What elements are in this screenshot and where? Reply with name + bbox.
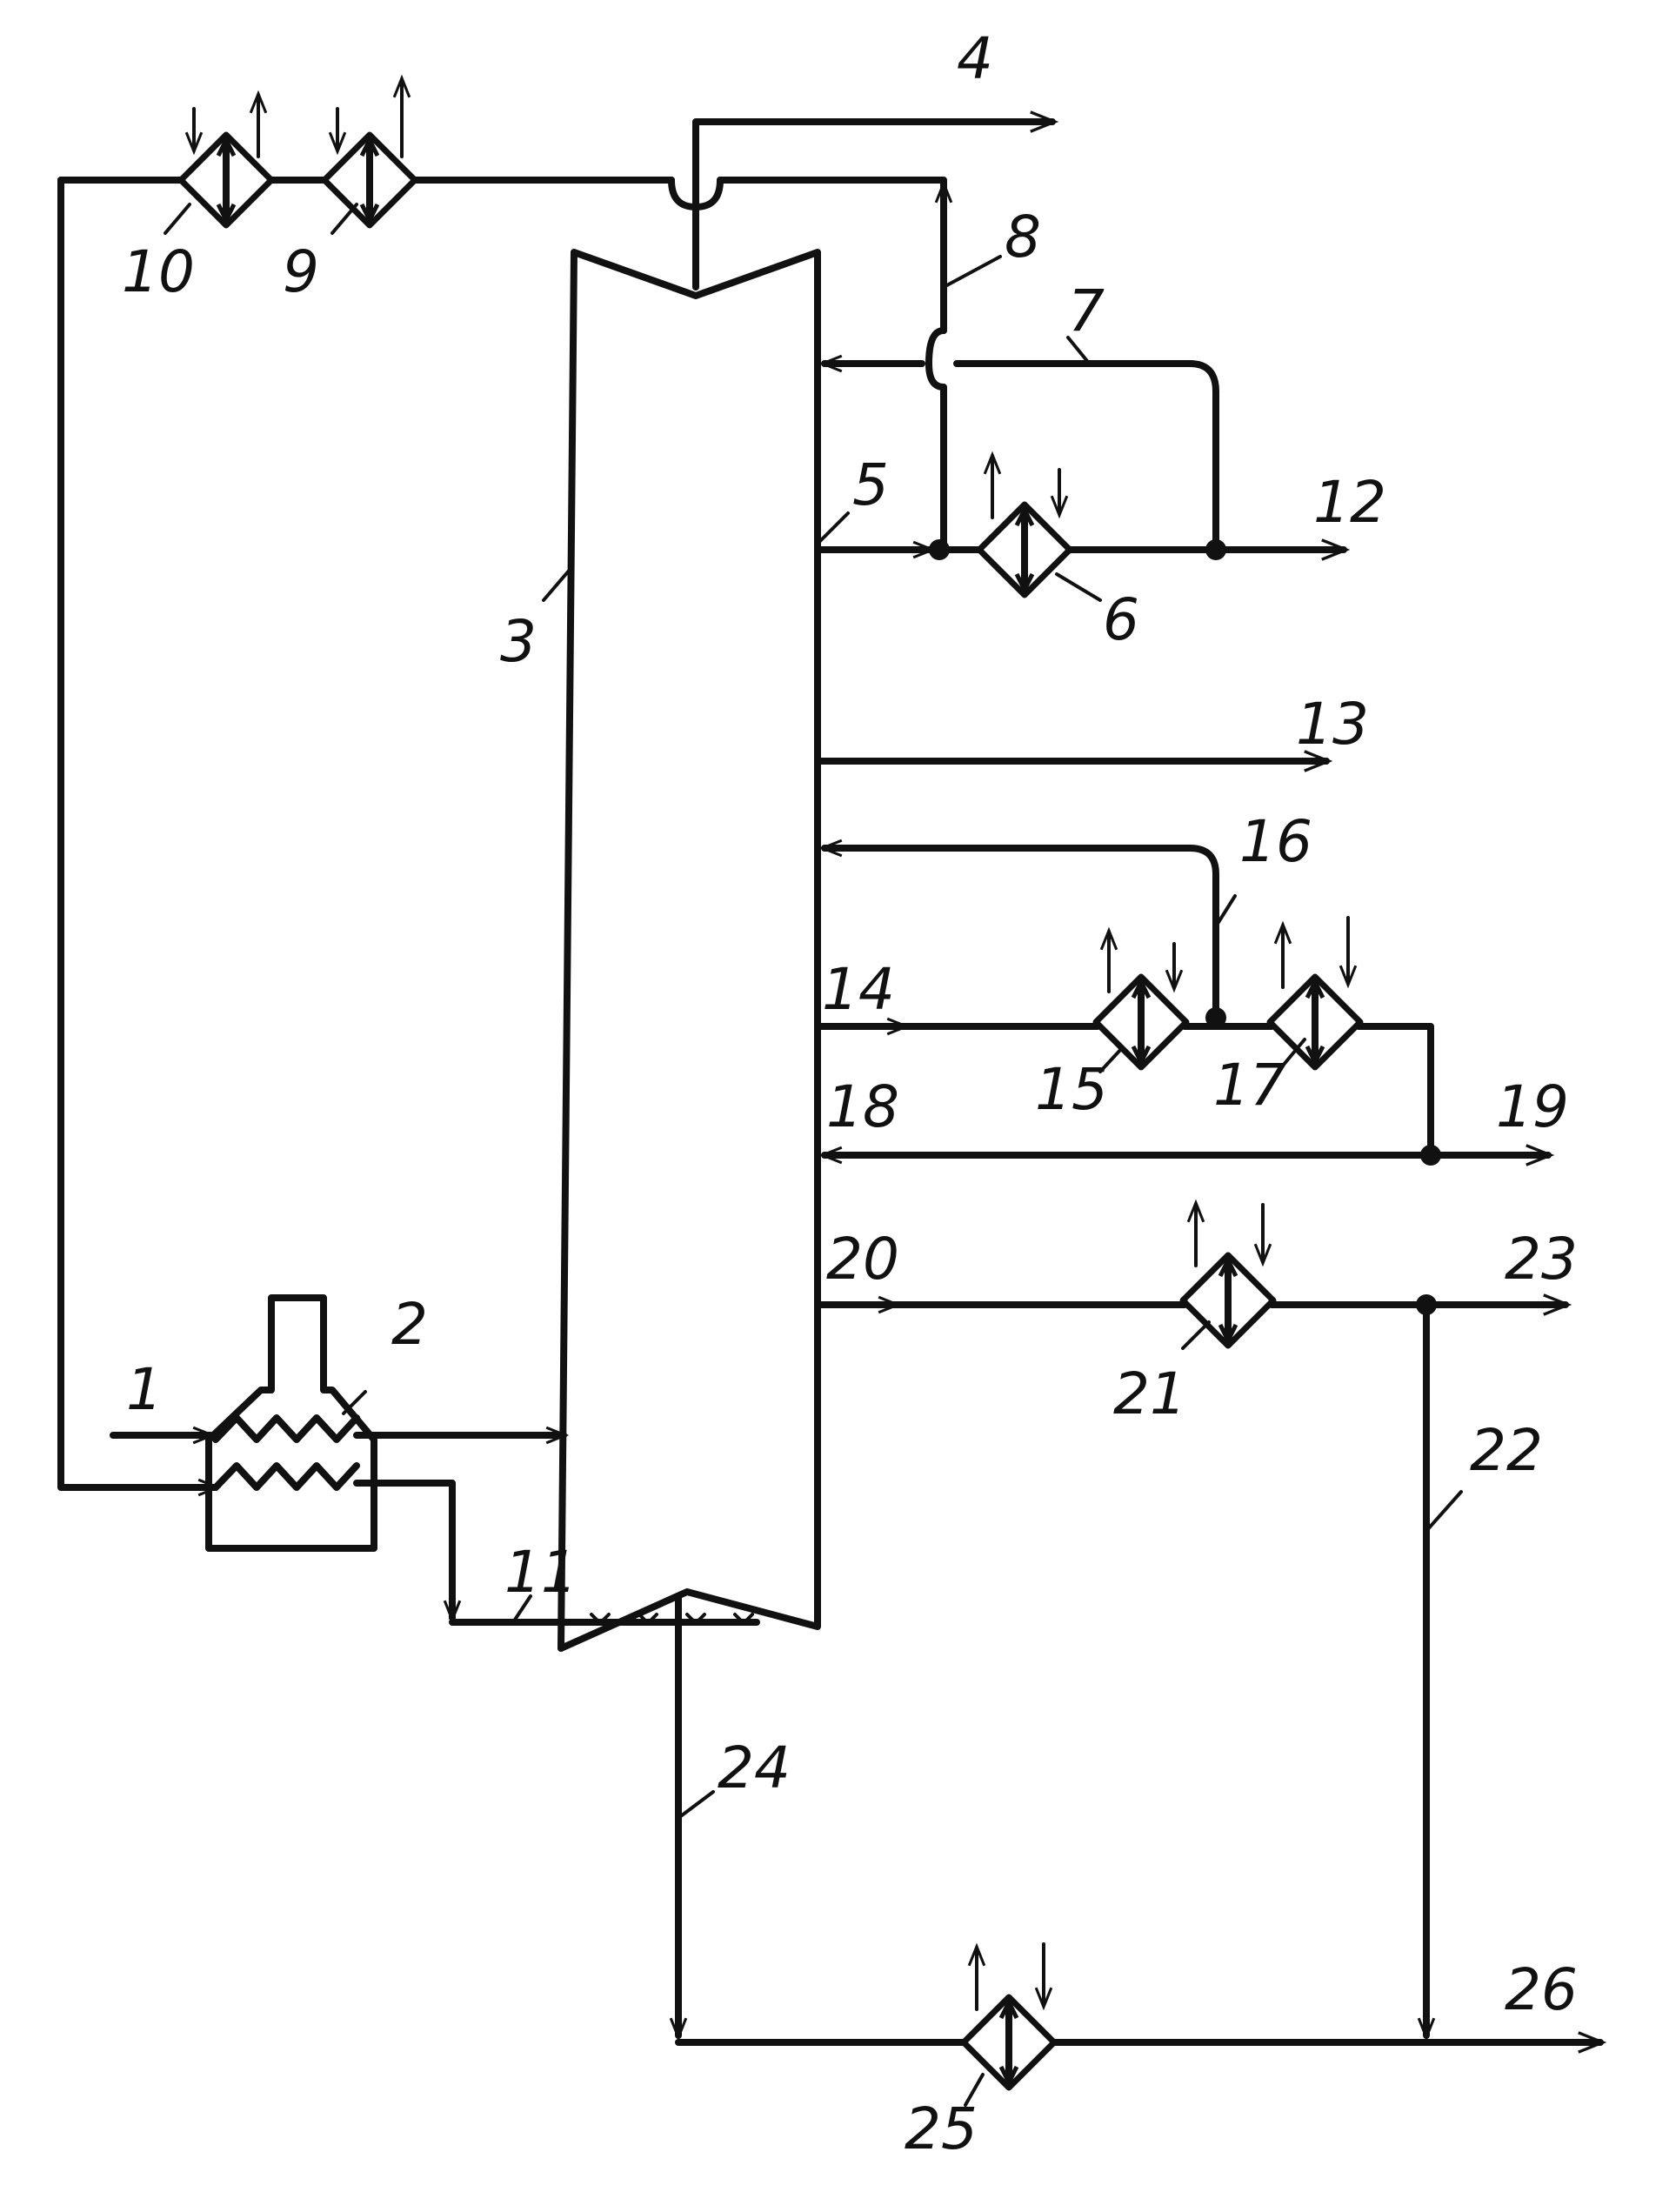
label-21: 21: [1113, 1360, 1186, 1427]
distillation-column: [561, 252, 818, 1648]
stream-labels: 1 2 3 4 5 6 7 8 9 10 11 12 13 14 15 16 1…: [122, 25, 1578, 2162]
label-15: 15: [1035, 1056, 1108, 1123]
label-14: 14: [822, 956, 895, 1023]
label-1: 1: [126, 1356, 163, 1423]
label-3: 3: [500, 608, 537, 675]
heat-exchanger-17: [1270, 918, 1360, 1067]
label-26: 26: [1505, 1956, 1578, 2023]
heat-exchanger-15: [1096, 932, 1186, 1067]
heat-exchanger-25: [964, 1944, 1054, 2088]
label-7: 7: [1068, 277, 1105, 344]
heat-exchanger-10: [181, 96, 271, 225]
label-5: 5: [852, 451, 889, 518]
side-draw-stream-5: [818, 539, 1344, 560]
label-23: 23: [1505, 1226, 1578, 1293]
label-13: 13: [1296, 691, 1369, 758]
label-6: 6: [1103, 586, 1139, 653]
label-16: 16: [1239, 808, 1312, 875]
heat-exchanger-9: [324, 80, 415, 225]
reflux-stream-18: [824, 1145, 1441, 1166]
label-20: 20: [826, 1226, 899, 1293]
heat-exchanger-21: [1183, 1205, 1273, 1346]
label-17: 17: [1213, 1052, 1286, 1119]
label-11: 11: [504, 1539, 577, 1606]
label-19: 19: [1496, 1073, 1569, 1140]
circulating-reflux-line: [61, 180, 944, 1487]
label-2: 2: [391, 1291, 428, 1358]
label-12: 12: [1313, 469, 1386, 536]
label-10: 10: [122, 238, 195, 305]
label-9: 9: [283, 238, 319, 305]
tube-furnace-2: [209, 1298, 374, 1548]
label-4: 4: [957, 25, 993, 92]
overhead-stream-4: [696, 122, 1052, 287]
label-18: 18: [826, 1073, 899, 1140]
bottoms-stream-24: [678, 1596, 1600, 2042]
label-8: 8: [1005, 204, 1041, 271]
label-22: 22: [1470, 1417, 1543, 1484]
label-24: 24: [718, 1734, 791, 1801]
label-25: 25: [905, 2095, 978, 2162]
